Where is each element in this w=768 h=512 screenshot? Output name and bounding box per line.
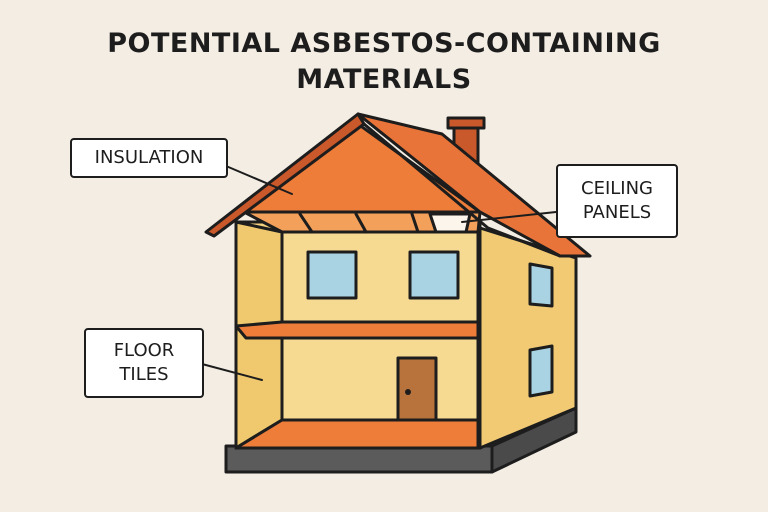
window-side-lower (528, 344, 554, 398)
diagram-title: POTENTIAL ASBESTOS-CONTAINING MATERIALS (0, 26, 768, 98)
label-floor-line-1: FLOOR (113, 340, 175, 361)
ceiling-seam (354, 212, 368, 234)
label-insulation-text: INSULATION (94, 147, 204, 168)
label-insulation: INSULATION (70, 138, 228, 178)
door-knob (405, 389, 411, 395)
title-line-1: POTENTIAL ASBESTOS-CONTAINING (107, 28, 661, 59)
label-floor-line-2: TILES (119, 364, 169, 385)
window-side-upper (528, 262, 554, 308)
foundation-front (224, 444, 494, 474)
leader-ceiling-panels (461, 211, 557, 223)
title-line-2: MATERIALS (296, 64, 472, 95)
label-floor-tiles: FLOOR TILES (84, 328, 204, 398)
roof-side-slope (356, 112, 592, 258)
window-upper-right (408, 250, 460, 300)
leader-insulation (225, 165, 293, 195)
window-upper-left (306, 250, 358, 300)
label-ceiling-line-1: CEILING (581, 178, 653, 199)
side-wall (478, 226, 578, 450)
door (396, 356, 438, 422)
middle-floor (234, 320, 480, 340)
roof-side-edge (362, 122, 562, 258)
label-ceiling-panels: CEILING PANELS (556, 164, 678, 238)
chimney-cap (446, 116, 486, 130)
floor-tiles (234, 418, 480, 450)
ceiling-seam (298, 212, 314, 234)
ceiling-gap (428, 212, 472, 234)
ceiling-seam (410, 212, 420, 234)
label-ceiling-line-2: PANELS (582, 202, 652, 223)
leader-floor-tiles (201, 363, 263, 381)
